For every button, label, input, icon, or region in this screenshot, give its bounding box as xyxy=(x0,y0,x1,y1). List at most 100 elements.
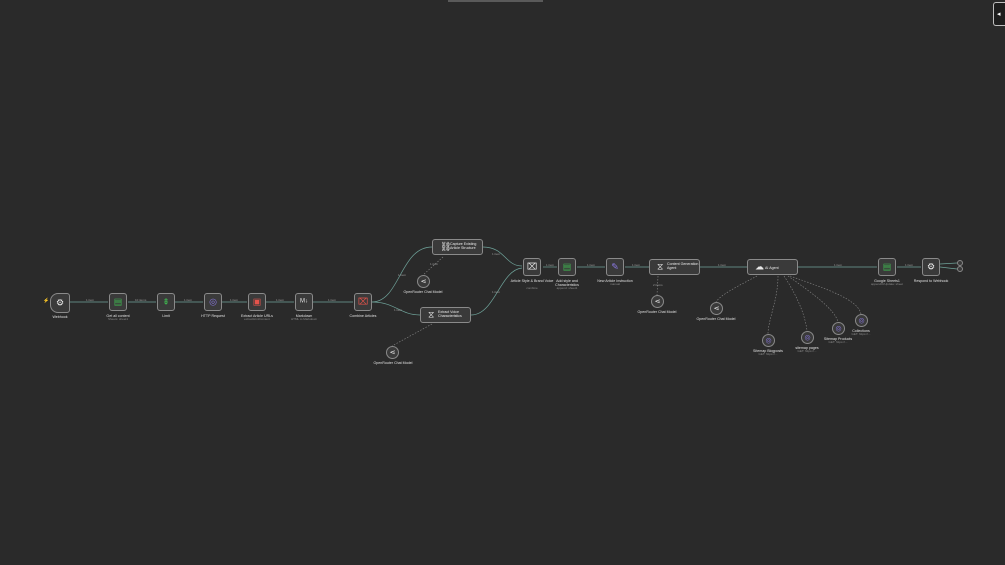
connection-line xyxy=(371,301,421,316)
node-subtitle: GET: https://... xyxy=(797,349,817,353)
globe-icon: ◎ xyxy=(835,325,842,332)
globe-icon: ◎ xyxy=(209,296,217,307)
node-label: Extract Article URLs xyxy=(241,314,273,318)
node-label: Collections xyxy=(852,329,870,333)
edge-item-count: 1 item xyxy=(230,298,239,302)
node-google-sheets[interactable]: ▤ xyxy=(878,258,896,276)
edge-item-count: 10 items xyxy=(135,298,147,302)
sheets-icon: ▤ xyxy=(882,261,892,272)
edge-item-count: 1 item xyxy=(328,298,337,302)
node-label: OpenRouter Chat Model xyxy=(637,310,677,314)
node-openrouter-chat-model[interactable]: ⋖ xyxy=(417,275,430,288)
node-sitemap-blogposts[interactable]: ◎ xyxy=(762,334,775,347)
ai-connection-line xyxy=(422,256,444,276)
openrouter-icon: ⋖ xyxy=(713,305,720,312)
edge-item-count: 1 item xyxy=(632,263,641,267)
node-label: Extract Voice Characteristics xyxy=(438,310,462,319)
node-label: Get all content xyxy=(106,314,130,318)
node-http-request[interactable]: ◎ xyxy=(204,293,222,311)
connection-line xyxy=(371,246,433,303)
robot-icon: ☁ xyxy=(755,261,764,272)
ai-connection-line xyxy=(715,275,758,303)
node-label: Sitemap Blogposts xyxy=(753,349,783,353)
edge-item-count: 1 item xyxy=(398,273,407,277)
node-markdown[interactable]: M↓ xyxy=(295,293,313,311)
connection-line xyxy=(939,266,958,270)
node-combine-articles[interactable]: ⌧ xyxy=(354,293,372,311)
chevron-left-icon: ◂ xyxy=(997,11,1001,18)
edge-item-count: 1 item xyxy=(492,252,501,256)
edge-item-count: 1 item xyxy=(430,262,439,266)
ai-connection-line xyxy=(767,275,779,335)
node-subtitle: extractHtmlContent xyxy=(244,317,270,321)
node-openrouter-chat-model[interactable]: ⋖ xyxy=(651,295,664,308)
merge-icon: ⌧ xyxy=(357,296,369,307)
ai-connection-line xyxy=(656,275,659,296)
connection-line xyxy=(470,267,523,316)
node-article-style-brand-voice[interactable]: ⌧ xyxy=(523,258,541,276)
node-subtitle: combine xyxy=(526,286,538,290)
node-webhook[interactable]: ⚙ xyxy=(50,293,70,313)
sheets-icon: ▤ xyxy=(562,261,572,272)
node-label: Sitemap Products xyxy=(823,337,853,341)
pencil-icon: ✎ xyxy=(611,261,619,272)
edge-item-count: 1 item xyxy=(86,298,95,302)
node-label: sitemap pages xyxy=(795,346,819,350)
add-output-handle[interactable] xyxy=(957,260,963,266)
node-subtitle: Sheets: sheet1 xyxy=(107,317,128,321)
top-drag-handle[interactable] xyxy=(448,0,543,2)
ai-connection-line xyxy=(787,275,839,323)
edge-item-count: 1 item xyxy=(718,263,727,267)
chain-icon: ⧖ xyxy=(657,261,664,272)
toggle-panel-button[interactable]: ◂ xyxy=(993,2,1005,26)
edge-item-count: 1 item xyxy=(834,263,843,267)
node-limit[interactable]: ⇟ xyxy=(157,293,175,311)
node-subtitle: append: sheet1 xyxy=(556,286,578,290)
node-sitemap-products[interactable]: ◎ xyxy=(832,322,845,335)
node-respond-to-webhook[interactable]: ⚙ xyxy=(922,258,940,276)
edge-item-count: 2 items xyxy=(653,283,663,287)
link-icon: ⛓ xyxy=(440,241,452,252)
add-output-handle[interactable] xyxy=(957,266,963,272)
node-label: Markdown xyxy=(295,314,313,318)
node-label: Content Generation Agent xyxy=(667,262,699,271)
node-openrouter-chat-model[interactable]: ⋖ xyxy=(710,302,723,315)
chain-icon: ⧖ xyxy=(428,309,435,320)
node-extract-article-urls[interactable]: ▣ xyxy=(248,293,266,311)
node-label: OpenRouter Chat Model xyxy=(696,317,736,321)
html-icon: ▣ xyxy=(252,296,262,307)
ai-connection-line xyxy=(789,275,862,315)
node-label: OpenRouter Chat Model xyxy=(373,361,413,365)
node-new-article-instruction[interactable]: ✎ xyxy=(606,258,624,276)
edge-item-count: 1 item xyxy=(587,263,596,267)
openrouter-icon: ⋖ xyxy=(654,298,661,305)
edge-item-count: 1 item xyxy=(394,308,403,312)
node-ai-agent[interactable]: ☁ AI Agent xyxy=(747,259,798,275)
edge-item-count: 1 item xyxy=(905,263,914,267)
node-label: OpenRouter Chat Model xyxy=(403,290,443,294)
edge-item-count: 1 item xyxy=(276,298,285,302)
node-content-generation-agent[interactable]: ⧖ Content Generation Agent xyxy=(649,259,700,275)
edge-item-count: 1 item xyxy=(546,263,555,267)
node-subtitle: GET: https://... xyxy=(758,352,778,356)
node-label: Google Sheets1 xyxy=(874,279,900,283)
trigger-bolt-icon: ⚡ xyxy=(43,298,50,304)
node-label: New Article Instruction xyxy=(597,279,633,283)
node-collections[interactable]: ◎ xyxy=(855,314,868,327)
openrouter-icon: ⋖ xyxy=(420,278,427,285)
webhook-icon: ⚙ xyxy=(55,297,65,308)
globe-icon: ◎ xyxy=(804,334,811,341)
merge-icon: ⌧ xyxy=(526,261,538,272)
node-label: Respond to Webhook xyxy=(913,279,949,283)
connection-line xyxy=(482,246,523,267)
ai-connection-line xyxy=(783,275,808,332)
node-extract-voice-characteristics[interactable]: ⧖ Extract Voice Characteristics xyxy=(420,307,471,323)
node-openrouter-chat-model[interactable]: ⋖ xyxy=(386,346,399,359)
node-add-style-characteristics[interactable]: ▤ xyxy=(558,258,576,276)
node-sitemap-pages[interactable]: ◎ xyxy=(801,331,814,344)
node-capture-article-structure[interactable]: ⛓ Capture Existing Article Structure xyxy=(432,239,483,255)
node-get-all-content[interactable]: ▤ xyxy=(109,293,127,311)
node-label: Add style and Characteristics xyxy=(555,279,579,287)
